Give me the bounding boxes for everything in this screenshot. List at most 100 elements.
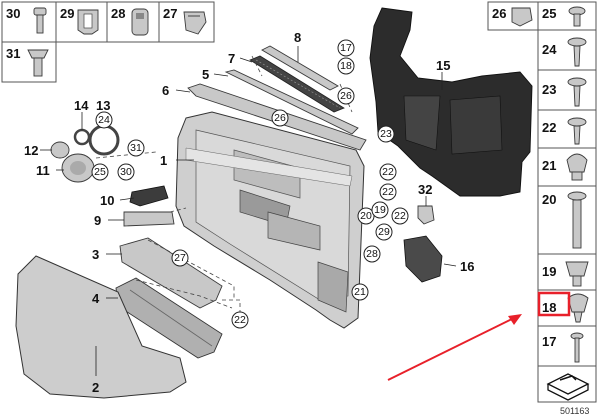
label-10: 10 — [100, 193, 114, 208]
grid-label-26: 26 — [492, 6, 506, 21]
svg-text:20: 20 — [360, 210, 372, 222]
label-7: 7 — [228, 51, 235, 66]
svg-text:22: 22 — [394, 210, 406, 222]
plug-icon — [131, 8, 149, 36]
label-1: 1 — [160, 153, 167, 168]
seal-strip-7[interactable] — [249, 55, 345, 113]
callout-22[interactable]: 22 — [379, 183, 397, 201]
callout-22[interactable]: 22 — [231, 311, 249, 329]
svg-text:24: 24 — [98, 114, 110, 126]
cell-23[interactable] — [537, 69, 597, 111]
label-32: 32 — [418, 182, 432, 197]
label-14: 14 — [74, 98, 89, 113]
leader-lines — [40, 46, 457, 376]
grommet-21-icon — [566, 153, 588, 181]
callout-22[interactable]: 22 — [379, 163, 397, 181]
grid-label-20: 20 — [542, 192, 556, 207]
screw-23-icon — [567, 77, 587, 107]
callout-21[interactable]: 21 — [351, 283, 369, 301]
callout-19[interactable]: 19 — [371, 201, 389, 219]
svg-text:22: 22 — [382, 166, 394, 178]
clip-18-icon — [567, 293, 589, 323]
label-12: 12 — [24, 143, 38, 158]
screw-17-icon — [570, 332, 584, 363]
svg-text:30: 30 — [120, 166, 132, 178]
tweeter-cap[interactable] — [50, 141, 70, 159]
lower-trim-2[interactable] — [15, 255, 187, 399]
speaker-ring-14[interactable] — [73, 128, 91, 146]
callout-18[interactable]: 18 — [337, 57, 355, 75]
grid-label-30: 30 — [6, 6, 20, 21]
grid-label-18: 18 — [542, 300, 556, 315]
callout-23[interactable]: 23 — [377, 125, 395, 143]
cell-25[interactable] — [537, 1, 597, 31]
cell-18[interactable] — [537, 289, 597, 327]
callout-31[interactable]: 31 — [127, 139, 145, 157]
label-13: 13 — [96, 98, 110, 113]
callout-17[interactable]: 17 — [337, 39, 355, 57]
expansion-nut-icon — [27, 49, 49, 77]
armrest-cover-3[interactable] — [119, 237, 223, 309]
svg-text:23: 23 — [380, 128, 392, 140]
callout-30[interactable]: 30 — [117, 163, 135, 181]
speaker-grille[interactable] — [61, 153, 95, 183]
svg-text:25: 25 — [94, 166, 106, 178]
label-4: 4 — [92, 291, 100, 306]
cell-17[interactable] — [537, 325, 597, 367]
callout-26[interactable]: 26 — [337, 87, 355, 105]
grid-label-22: 22 — [542, 120, 556, 135]
cell-30[interactable] — [1, 1, 57, 43]
trim-strip-8[interactable] — [261, 45, 339, 91]
cover-9[interactable] — [123, 211, 175, 227]
svg-text:22: 22 — [234, 314, 246, 326]
label-8: 8 — [294, 30, 301, 45]
svg-text:27: 27 — [174, 252, 186, 264]
callouts: 17 18 26 26 23 24 31 30 25 22 22 22 20 1… — [91, 39, 409, 329]
svg-text:26: 26 — [274, 112, 286, 124]
callout-29[interactable]: 29 — [375, 223, 393, 241]
callout-27[interactable]: 27 — [171, 249, 189, 267]
parts-grid-right: 26 25 24 23 22 21 20 19 18 17 — [487, 1, 597, 416]
grid-label-28: 28 — [111, 6, 125, 21]
cell-19[interactable] — [537, 253, 597, 291]
cell-20[interactable] — [537, 185, 597, 255]
clip-32[interactable] — [417, 205, 435, 225]
svg-text:19: 19 — [374, 204, 386, 216]
bolt-20-icon — [567, 191, 587, 249]
grid-label-17: 17 — [542, 334, 556, 349]
label-2: 2 — [92, 380, 99, 395]
door-trim-panel[interactable] — [175, 111, 365, 329]
cell-31[interactable] — [1, 41, 57, 83]
cell-24[interactable] — [537, 29, 597, 71]
grid-label-29: 29 — [60, 6, 74, 21]
screw-25-icon — [568, 6, 586, 27]
callout-22[interactable]: 22 — [391, 207, 409, 225]
svg-text:28: 28 — [366, 248, 378, 260]
callout-26[interactable]: 26 — [271, 109, 289, 127]
sound-insulation[interactable] — [369, 7, 533, 197]
svg-text:18: 18 — [340, 60, 352, 72]
callout-25[interactable]: 25 — [91, 163, 109, 181]
speaker-ring-13[interactable] — [88, 124, 120, 156]
bracket-16[interactable] — [403, 235, 443, 283]
parts-grid-left: 30 29 28 27 31 — [1, 1, 215, 83]
cell-22[interactable] — [537, 109, 597, 149]
label-16: 16 — [460, 259, 474, 274]
clip-19-icon — [565, 261, 589, 287]
screw-icon — [33, 7, 47, 34]
svg-text:31: 31 — [130, 142, 142, 154]
callout-28[interactable]: 28 — [363, 245, 381, 263]
door-handle-10[interactable] — [129, 185, 169, 207]
callout-24[interactable]: 24 — [95, 111, 113, 129]
label-6: 6 — [162, 83, 169, 98]
bracket-symbol-icon — [546, 373, 590, 401]
clip-icon — [77, 9, 99, 35]
trim-strip-5[interactable] — [224, 69, 359, 135]
label-5: 5 — [202, 67, 209, 82]
bracket-clip-icon — [183, 11, 207, 35]
svg-text:22: 22 — [382, 186, 394, 198]
grid-label-21: 21 — [542, 158, 556, 173]
part-labels: 1 2 3 4 5 6 7 8 9 10 11 12 13 14 15 16 3… — [24, 30, 474, 395]
